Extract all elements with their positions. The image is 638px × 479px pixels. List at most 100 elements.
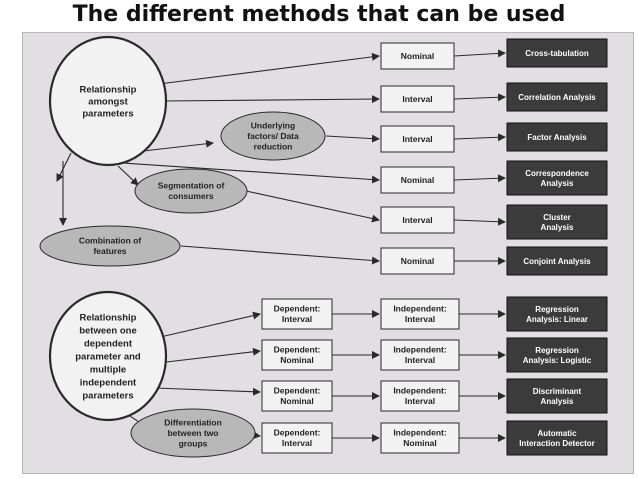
method-box-label: Regression	[535, 346, 579, 355]
method-box	[506, 246, 608, 276]
concept-circle-label: parameter and	[75, 351, 141, 362]
method-box-label: Interaction Detector	[519, 439, 595, 448]
dependent-box-label: Nominal	[280, 355, 314, 365]
dependent-box-label: Nominal	[280, 396, 314, 406]
connector	[150, 52, 380, 86]
purpose-ellipse-label: between two	[167, 428, 218, 438]
concept-circle-label: multiple	[90, 364, 126, 375]
connector	[142, 139, 214, 152]
method-box-label: Factor Analysis	[527, 133, 587, 142]
independent-box-label: Interval	[405, 355, 435, 365]
connector	[325, 134, 380, 143]
independent-box	[380, 339, 460, 371]
method-box-label: Analysis	[541, 223, 574, 232]
scale-box-label: Nominal	[401, 51, 435, 61]
connector	[122, 162, 380, 184]
purpose-ellipse-label: consumers	[168, 191, 214, 201]
purpose-ellipse-label: Combination of	[79, 236, 141, 246]
concept-circle-label: independent	[80, 377, 137, 388]
dependent-box-label: Dependent:	[274, 428, 321, 438]
method-box-label: Conjoint Analysis	[523, 257, 591, 266]
purpose-ellipse-label: Differentiation	[164, 417, 222, 427]
independent-box	[380, 380, 460, 412]
concept-circle-label: Relationship	[79, 312, 136, 323]
purpose-ellipse-label: reduction	[254, 141, 293, 151]
method-box	[506, 296, 608, 332]
methods-diagram: RelationshipamongstparametersRelationshi…	[39, 35, 608, 458]
dependent-box-label: Interval	[282, 438, 312, 448]
scale-box	[380, 247, 455, 275]
method-box-label: Analysis: Linear	[526, 315, 588, 324]
method-box-label: Discriminant	[533, 387, 582, 396]
method-box-label: Cross-tabulation	[525, 49, 589, 58]
connector	[154, 387, 261, 396]
method-box	[506, 82, 608, 112]
purpose-ellipse	[220, 111, 326, 161]
connector	[453, 217, 506, 226]
concept-circle	[48, 290, 168, 422]
concept-circle-label: Relationship	[79, 84, 136, 95]
connector	[245, 190, 380, 223]
dependent-box	[261, 380, 333, 412]
dependent-box-label: Dependent:	[274, 345, 321, 355]
scale-box	[380, 85, 455, 113]
independent-box-label: Independent:	[393, 386, 447, 396]
method-box-label: Analysis: Logistic	[523, 356, 592, 365]
method-box-label: Automatic	[537, 429, 577, 438]
concept-circle-label: amongst	[88, 96, 128, 107]
scale-box-label: Interval	[402, 215, 432, 225]
connector	[180, 245, 380, 265]
method-box-label: Analysis	[541, 397, 574, 406]
method-box	[506, 122, 608, 152]
connector	[453, 133, 506, 142]
method-box-label: Correspondence	[525, 169, 589, 178]
method-box	[506, 420, 608, 456]
purpose-ellipse	[134, 168, 248, 214]
scale-box-label: Interval	[402, 134, 432, 144]
independent-box	[380, 422, 460, 454]
method-box-label: Correlation Analysis	[518, 93, 596, 102]
independent-box-label: Independent:	[393, 304, 447, 314]
scale-box-label: Interval	[402, 94, 432, 104]
connector	[117, 165, 139, 186]
dependent-box	[261, 422, 333, 454]
dependent-box	[261, 339, 333, 371]
purpose-ellipse-label: features	[93, 246, 126, 256]
scale-box	[380, 125, 455, 153]
method-box-label: Cluster	[543, 213, 571, 222]
concept-circle-label: parameters	[82, 390, 133, 401]
purpose-ellipse-label: Segmentation of	[158, 181, 225, 191]
purpose-ellipse	[130, 408, 256, 458]
independent-box-label: Independent:	[393, 345, 447, 355]
independent-box-label: Interval	[405, 396, 435, 406]
scale-box	[380, 206, 455, 234]
scale-box	[380, 42, 455, 70]
method-box	[506, 337, 608, 373]
connector	[157, 347, 261, 364]
method-box	[506, 160, 608, 196]
connectors	[56, 49, 506, 442]
method-box-label: Regression	[535, 305, 579, 314]
dependent-box-label: Dependent:	[274, 386, 321, 396]
independent-box-label: Nominal	[403, 438, 437, 448]
dependent-box	[261, 298, 333, 330]
method-box-label: Analysis	[541, 179, 574, 188]
purpose-ellipse-label: groups	[179, 438, 208, 448]
page-title: The different methods that can be used	[72, 2, 566, 27]
purpose-ellipse-label: factors/ Data	[247, 131, 299, 141]
concept-circle-label: between one	[79, 325, 137, 336]
connector	[162, 95, 380, 104]
independent-box	[380, 298, 460, 330]
connector	[453, 93, 506, 102]
dependent-box-label: Interval	[282, 314, 312, 324]
concept-circle-label: parameters	[82, 108, 133, 119]
scale-box	[380, 166, 455, 194]
dependent-box-label: Dependent:	[274, 304, 321, 314]
scale-box-label: Nominal	[401, 256, 435, 266]
independent-box-label: Independent:	[393, 428, 447, 438]
connector	[155, 311, 261, 339]
connector	[453, 49, 506, 58]
concept-circle-label: dependent	[84, 338, 133, 349]
connector	[56, 152, 72, 182]
